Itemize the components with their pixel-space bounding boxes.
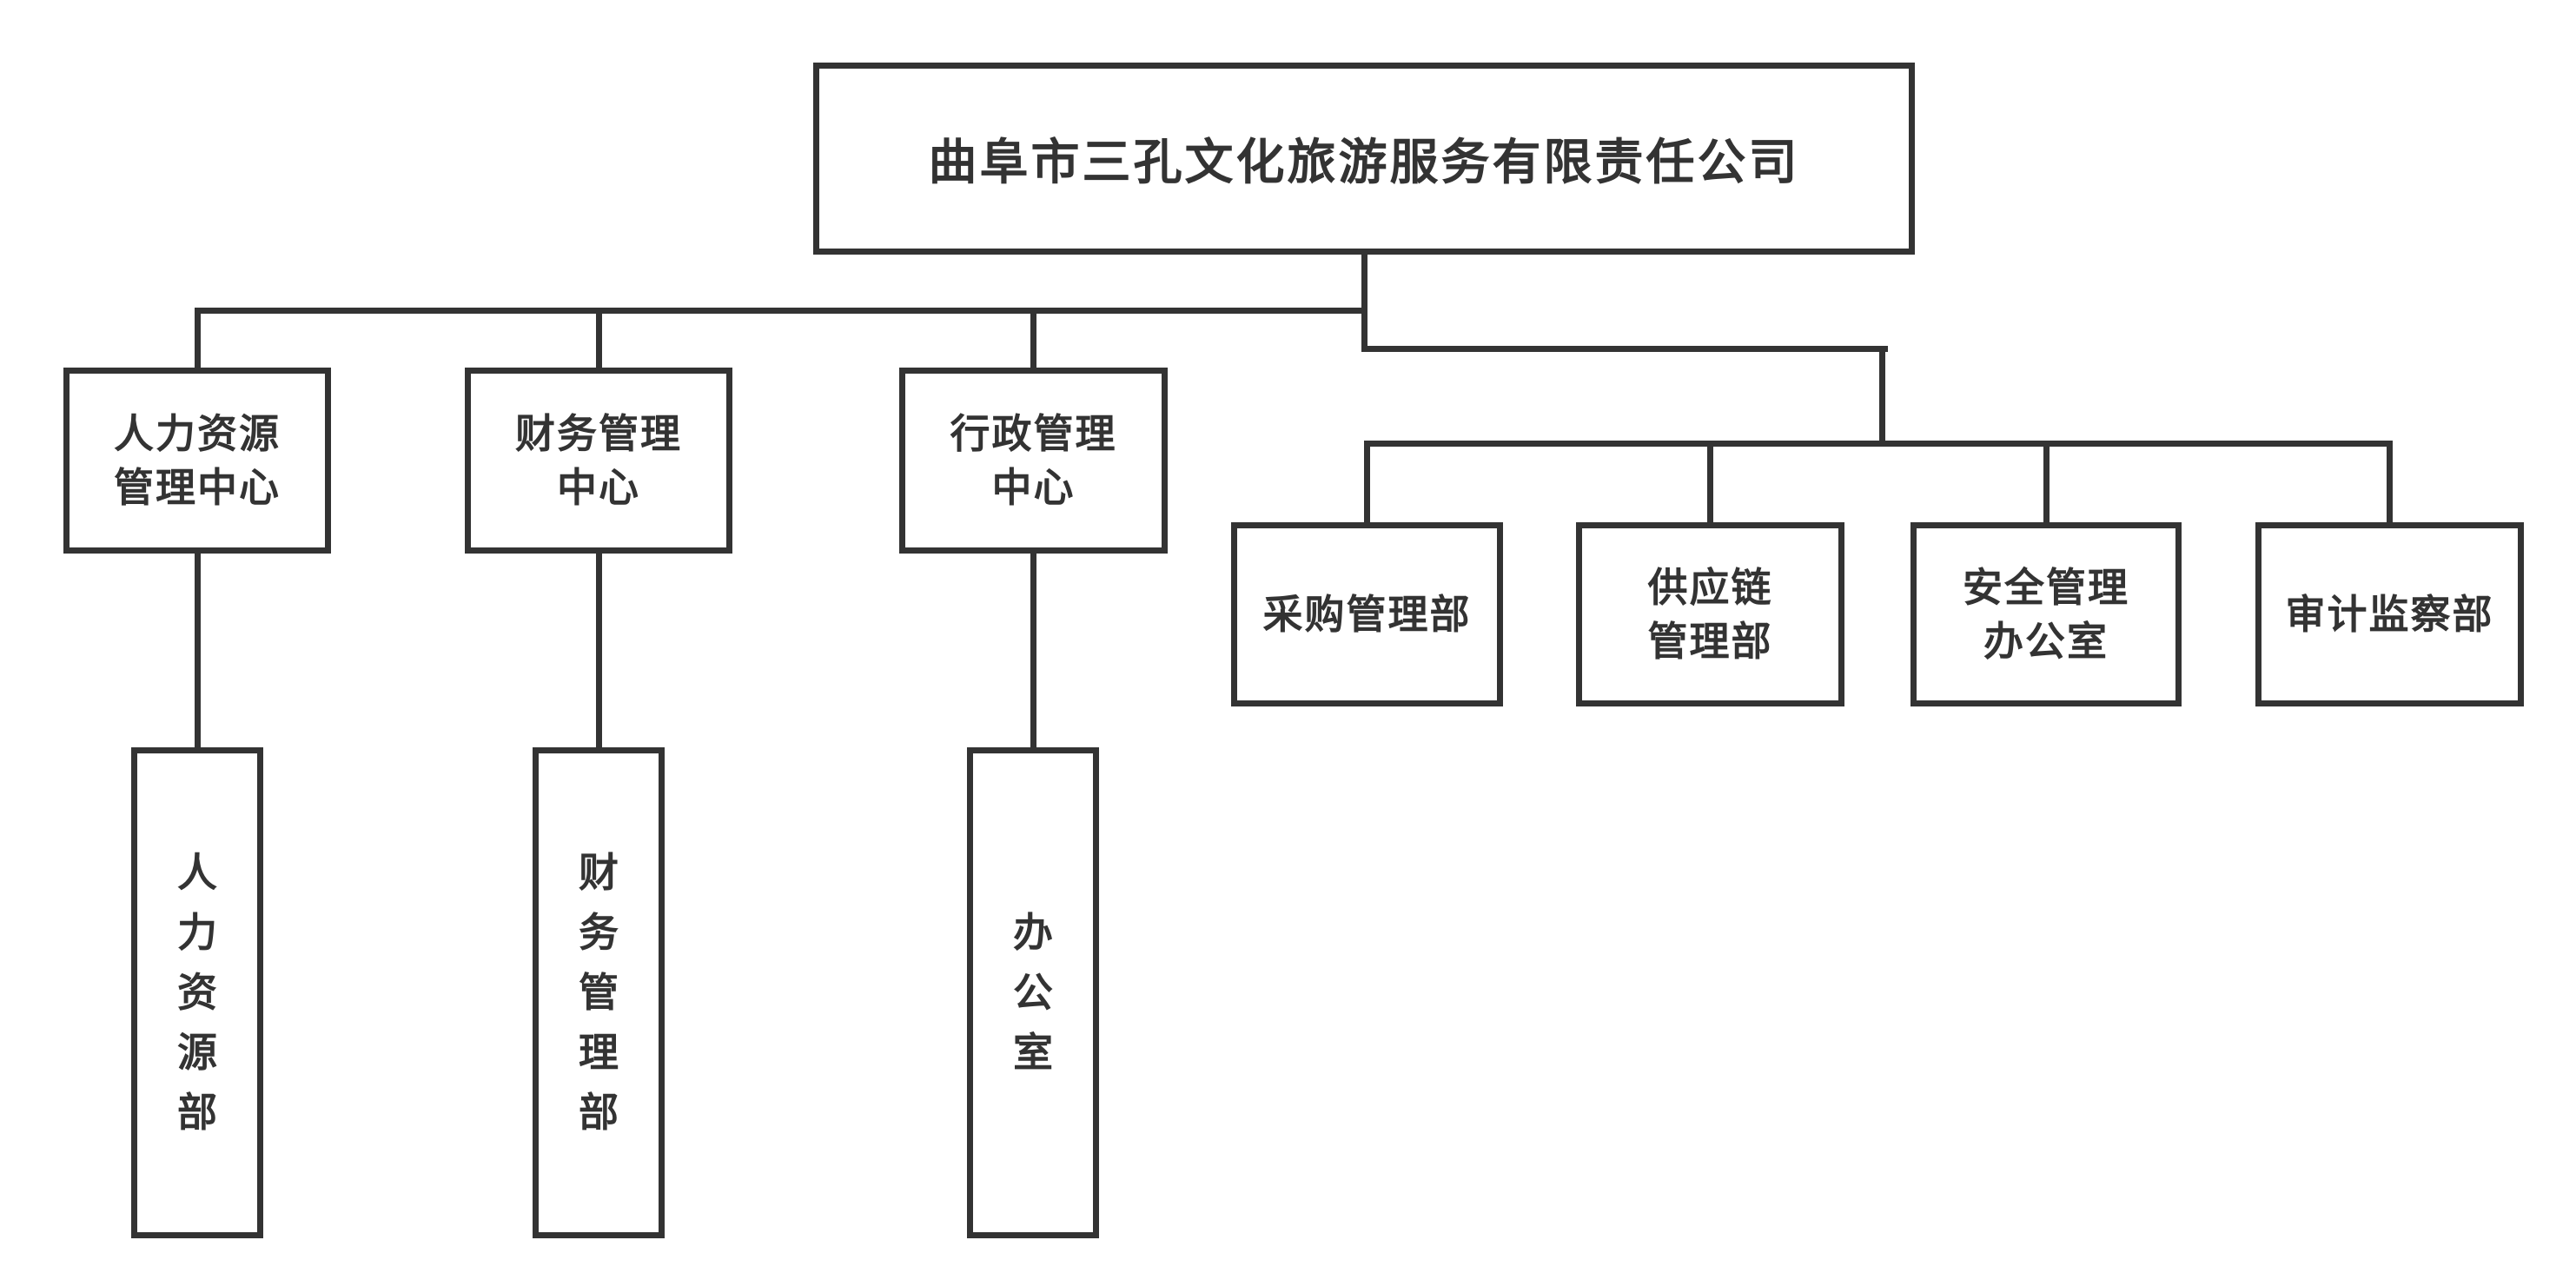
connector-right-bus-horizontal — [1364, 441, 2393, 447]
org-node-audit-dept-label: 审计监察部 — [2285, 591, 2494, 637]
org-node-audit-dept: 审计监察部 — [2255, 522, 2524, 706]
org-node-safety-office-label: 安全管理 办公室 — [1963, 564, 2129, 664]
connector-right-step-horizontal — [1361, 346, 1888, 352]
org-node-admin-center-label: 行政管理 中心 — [950, 410, 1117, 510]
connector-supply-chain-drop — [1707, 441, 1713, 522]
org-node-finance-center-label: 财务管理 中心 — [515, 410, 682, 510]
connector-office-drop — [1030, 554, 1036, 747]
org-node-supply-chain-dept: 供应链 管理部 — [1576, 522, 1844, 706]
org-node-hr-center: 人力资源 管理中心 — [63, 368, 331, 554]
connector-safety-office-drop — [2043, 441, 2050, 522]
connector-finance-center-drop — [596, 308, 602, 368]
connector-procurement-drop — [1364, 441, 1370, 522]
org-node-procurement-dept-label: 采购管理部 — [1262, 591, 1472, 637]
org-node-hr-dept: 人 力 资 源 部 — [131, 747, 263, 1238]
org-node-hr-dept-label: 人 力 资 源 部 — [177, 850, 217, 1135]
org-node-safety-office: 安全管理 办公室 — [1910, 522, 2182, 706]
connector-left-bus-horizontal — [195, 308, 1364, 314]
org-node-finance-dept: 财 务 管 理 部 — [533, 747, 665, 1238]
org-node-procurement-dept: 采购管理部 — [1231, 522, 1503, 706]
connector-finance-dept-drop — [596, 554, 602, 747]
connector-hr-dept-drop — [195, 554, 201, 747]
connector-hr-center-drop — [195, 308, 201, 368]
org-node-office-label: 办 公 室 — [1013, 910, 1053, 1075]
org-node-admin-center: 行政管理 中心 — [899, 368, 1168, 554]
connector-right-step-vertical — [1879, 346, 1885, 447]
org-node-finance-dept-label: 财 务 管 理 部 — [579, 850, 619, 1135]
connector-root-vertical — [1361, 255, 1367, 352]
org-node-office: 办 公 室 — [967, 747, 1099, 1238]
connector-audit-drop — [2387, 441, 2393, 522]
connector-admin-center-drop — [1030, 308, 1036, 368]
org-node-company: 曲阜市三孔文化旅游服务有限责任公司 — [813, 63, 1915, 255]
org-node-supply-chain-dept-label: 供应链 管理部 — [1647, 564, 1773, 664]
org-node-finance-center: 财务管理 中心 — [465, 368, 732, 554]
org-node-hr-center-label: 人力资源 管理中心 — [114, 410, 281, 510]
org-node-company-label: 曲阜市三孔文化旅游服务有限责任公司 — [928, 135, 1800, 189]
